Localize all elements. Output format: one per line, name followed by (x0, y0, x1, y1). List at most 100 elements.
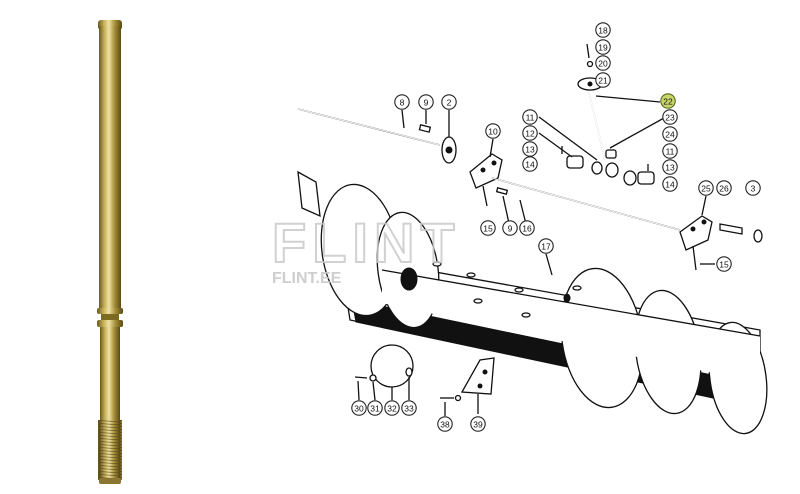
callout-bubble (480, 220, 496, 236)
part-callout-9: 9 (502, 220, 518, 236)
callout-bubble (418, 94, 434, 110)
callout-bubble (538, 238, 554, 254)
callout-bubble (437, 416, 453, 432)
callout-bubble (595, 22, 611, 38)
part-callout-25: 25 (698, 180, 714, 196)
part-callout-24: 24 (662, 126, 678, 142)
callout-bubble (401, 400, 417, 416)
callout-bubble (716, 256, 732, 272)
callout-bubble (595, 72, 611, 88)
part-callout-15: 15 (716, 256, 732, 272)
callout-label: 30 (354, 404, 364, 414)
callout-label: 11 (526, 113, 535, 123)
callout-label: 15 (719, 260, 729, 270)
callout-label: 2 (447, 98, 452, 108)
callout-label: 14 (525, 160, 535, 170)
callout-bubble (367, 400, 383, 416)
callout-bubble (662, 109, 678, 125)
part-callout-14: 14 (662, 176, 678, 192)
callout-label: 31 (370, 404, 380, 414)
part-callout-30: 30 (351, 400, 367, 416)
exploded-view-drawing (297, 43, 768, 435)
part-callout-39: 39 (470, 416, 486, 432)
callout-bubble (394, 94, 410, 110)
part-callout-2: 2 (441, 94, 457, 110)
callout-bubble (522, 141, 538, 157)
callout-label: 18 (598, 26, 608, 36)
part-callout-31: 31 (367, 400, 383, 416)
part-callout-26: 26 (716, 180, 732, 196)
callout-bubble (519, 220, 535, 236)
callout-label: 12 (525, 129, 535, 139)
callout-bubble (745, 180, 761, 196)
part-callout-13: 13 (522, 141, 538, 157)
callout-label: 16 (522, 224, 532, 234)
callout-label: 22 (663, 97, 673, 107)
callout-bubble (351, 400, 367, 416)
part-callout-23: 23 (662, 109, 678, 125)
callout-label: 8 (400, 98, 405, 108)
watermark-site: FLINT.EE (272, 270, 342, 287)
callout-bubble (522, 156, 538, 172)
callout-bubble (660, 93, 676, 109)
part-callout-16: 16 (519, 220, 535, 236)
part-callout-17: 17 (538, 238, 554, 254)
callout-label: 32 (387, 404, 397, 414)
callout-bubble (502, 220, 518, 236)
part-callout-8: 8 (394, 94, 410, 110)
part-callout-21: 21 (595, 72, 611, 88)
part-callout-10: 10 (485, 123, 501, 139)
callout-label: 39 (473, 420, 483, 430)
callout-label: 23 (665, 113, 675, 123)
callout-label: 13 (525, 145, 535, 155)
callout-layer: 18 19 20 21 22 23 24 11 13 14 11 12 13 14 8 9 2 10 15 9 16 17… (351, 22, 761, 432)
part-callout-9: 9 (418, 94, 434, 110)
callout-label: 24 (665, 130, 675, 140)
part-callout-13: 13 (662, 159, 678, 175)
watermark: FLINT FLINT.EE (271, 210, 461, 287)
part-callout-14: 14 (522, 156, 538, 172)
callout-label: 33 (404, 404, 414, 414)
callout-bubble (470, 416, 486, 432)
callout-label: 3 (751, 184, 756, 194)
callout-bubble (698, 180, 714, 196)
callout-label: 19 (598, 43, 608, 53)
part-callout-19: 19 (595, 39, 611, 55)
part-callout-11: 11 (522, 109, 538, 125)
callout-label: 14 (665, 180, 675, 190)
part-callout-32: 32 (384, 400, 400, 416)
callout-bubble (522, 109, 538, 125)
part-callout-12: 12 (522, 125, 538, 141)
callout-bubble (716, 180, 732, 196)
callout-bubble (662, 126, 678, 142)
callout-label: 11 (666, 147, 675, 157)
callout-bubble (485, 123, 501, 139)
part-callout-20: 20 (595, 55, 611, 71)
callout-label: 15 (483, 224, 493, 234)
callout-label: 17 (541, 242, 551, 252)
part-callout-3: 3 (745, 180, 761, 196)
callout-bubble (384, 400, 400, 416)
callout-bubble (522, 125, 538, 141)
callout-bubble (595, 55, 611, 71)
callout-label: 13 (665, 163, 675, 173)
callout-bubble (595, 39, 611, 55)
part-callout-18: 18 (595, 22, 611, 38)
callout-label: 25 (701, 184, 711, 194)
part-callout-15: 15 (480, 220, 496, 236)
shaft-photo (97, 20, 123, 484)
callout-label: 38 (440, 420, 450, 430)
callout-label: 10 (488, 127, 498, 137)
callout-label: 26 (719, 184, 729, 194)
part-callout-11: 11 (662, 143, 678, 159)
callout-bubble (662, 176, 678, 192)
watermark-logo: FLINT (272, 211, 461, 274)
callout-bubble (662, 159, 678, 175)
callout-bubble (441, 94, 457, 110)
callout-label: 21 (598, 76, 608, 86)
callout-label: 9 (424, 98, 429, 108)
part-callout-38: 38 (437, 416, 453, 432)
part-callout-22: 22 (660, 93, 676, 109)
part-callout-33: 33 (401, 400, 417, 416)
